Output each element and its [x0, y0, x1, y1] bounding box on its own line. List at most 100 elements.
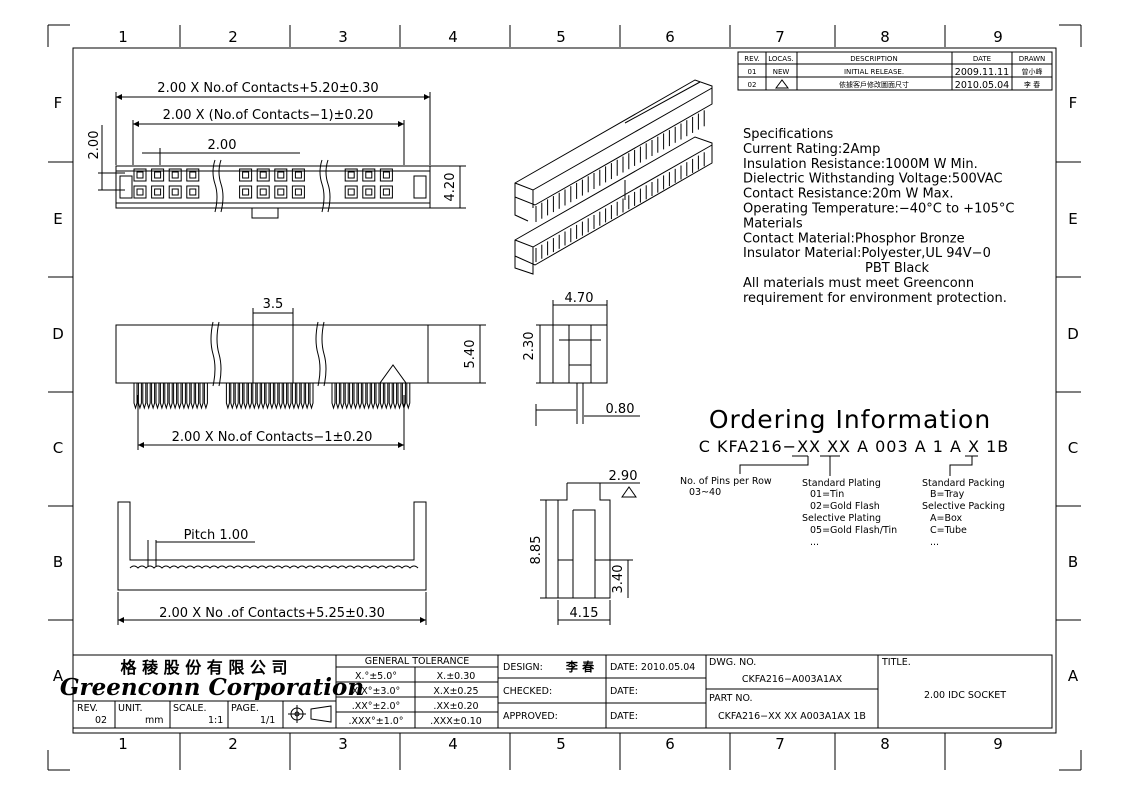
- grid-row-E-right: E: [1068, 210, 1077, 228]
- dwg-label: DWG. NO.: [709, 657, 756, 668]
- contact-slot: [291, 168, 305, 182]
- dim-bottom-length: 2.00 X No .of Contacts+5.25±0.30: [159, 606, 385, 621]
- contact-tail: [278, 383, 283, 410]
- contact-tail: [168, 383, 173, 410]
- spec-line-4: Contact Resistance:20m W Max.: [743, 187, 953, 202]
- contact-tail: [252, 383, 257, 410]
- contact-slot-inner: [189, 188, 197, 196]
- grid-col-8-bottom: 8: [880, 735, 890, 753]
- contact-slot-inner: [154, 188, 162, 196]
- drawing-frame: [47, 24, 1082, 771]
- contact-tail: [397, 383, 402, 410]
- ordering-plating-0: Standard Plating: [802, 478, 881, 489]
- contact-tail: [265, 383, 270, 410]
- contact-tail: [234, 383, 239, 410]
- grid-col-3: 3: [338, 28, 348, 46]
- rev-row1-drawn: 曾小峰: [1022, 67, 1043, 76]
- contact-slot: [379, 168, 393, 182]
- contact-slot-inner: [365, 171, 373, 179]
- contact-tail: [335, 383, 340, 410]
- design-value: 李 春: [565, 659, 595, 674]
- contact-tail: [344, 383, 349, 410]
- ordering-packing-3: A=Box: [930, 513, 962, 524]
- design-label: DESIGN:: [503, 662, 543, 673]
- grid-col-6: 6: [665, 28, 675, 46]
- checked-date: DATE:: [610, 686, 638, 697]
- contact-tail: [362, 383, 367, 410]
- grid-row-D-right: D: [1067, 325, 1079, 343]
- rev-row1-desc: INITIAL RELEASE.: [844, 68, 904, 76]
- ordering-plating-2: 02=Gold Flash: [810, 501, 880, 512]
- contact-slot-inner: [259, 171, 267, 179]
- contact-tail: [155, 383, 160, 410]
- contact-tail: [137, 383, 142, 410]
- contact-tail: [291, 383, 296, 410]
- contact-tail: [349, 383, 354, 410]
- spec-line-2: Insulation Resistance:1000M W Min.: [743, 157, 978, 172]
- checked-label: CHECKED:: [503, 686, 552, 697]
- contact-slot-inner: [277, 188, 285, 196]
- grid-col-3-bottom: 3: [338, 735, 348, 753]
- dim-side-height: 5.40: [463, 340, 478, 369]
- rev-row2-drawn: 李 春: [1024, 80, 1040, 89]
- ordering-pins-range: 03~40: [689, 487, 721, 498]
- contact-slot: [379, 185, 393, 199]
- part-label: PART NO.: [709, 693, 753, 704]
- contact-tail: [261, 383, 266, 410]
- contact-tail: [300, 383, 305, 410]
- page-value: 1/1: [260, 715, 275, 726]
- tolerance-r1-c1: X.°±5.0°: [355, 671, 397, 682]
- ordering-plating-1: 01=Tin: [810, 489, 844, 500]
- grid-labels: 1 2 3 4 5 6 7 8 9 1 2 3 4 5 6 7 8 9 F E …: [52, 28, 1079, 753]
- contact-tail: [384, 383, 389, 410]
- contact-slot: [151, 185, 165, 199]
- contact-slot: [274, 168, 288, 182]
- contact-tail: [256, 383, 261, 410]
- rev-value: 02: [95, 715, 107, 726]
- spec-line-1: Current Rating:2Amp: [743, 142, 880, 157]
- contact-tail: [190, 383, 195, 410]
- contact-slot: [344, 185, 358, 199]
- spec-line-11: requirement for environment protection.: [743, 291, 1007, 306]
- contact-slot: [186, 185, 200, 199]
- dim-section-inner: 3.40: [611, 565, 626, 594]
- contact-tail: [274, 383, 279, 410]
- contact-tail: [159, 383, 164, 410]
- contact-slot: [291, 185, 305, 199]
- contact-slot-inner: [347, 188, 355, 196]
- contact-slot-inner: [259, 188, 267, 196]
- dim-end-height: 2.30: [522, 332, 537, 361]
- title-block: 格 稜 股 份 有 限 公 司 Greenconn Corporation RE…: [60, 654, 1053, 729]
- tolerance-r2-c1: X.X°±3.0°: [352, 686, 401, 697]
- contact-tail: [199, 383, 204, 410]
- dim-row-pitch: 2.00: [87, 131, 102, 160]
- grid-col-1: 1: [118, 28, 128, 46]
- ordering-info: Ordering Information C KFA216−XX XX A 00…: [680, 405, 1008, 548]
- contact-slot: [256, 185, 270, 199]
- grid-col-9: 9: [993, 28, 1003, 46]
- grid-row-A-right: A: [1068, 667, 1079, 685]
- grid-col-9-bottom: 9: [993, 735, 1003, 753]
- contact-tail: [375, 383, 380, 410]
- contact-tail: [309, 383, 314, 410]
- contact-tail: [243, 383, 248, 410]
- contact-slot: [168, 185, 182, 199]
- grid-col-5-bottom: 5: [556, 735, 566, 753]
- contact-tail: [287, 383, 292, 410]
- dim-latch-width: 3.5: [263, 297, 284, 312]
- grid-col-4: 4: [448, 28, 458, 46]
- spec-line-8: Insulator Material:Polyester,UL 94V−0: [743, 246, 991, 261]
- contact-slot: [168, 168, 182, 182]
- grid-row-D: D: [52, 325, 64, 343]
- contact-tail: [353, 383, 358, 410]
- dim-top-height: 4.20: [443, 173, 458, 202]
- rev-header-rev: REV.: [744, 55, 759, 63]
- contact-slot: [133, 185, 147, 199]
- grid-col-1-bottom: 1: [118, 735, 128, 753]
- contact-slot: [239, 168, 253, 182]
- revision-triangle-icon: [775, 79, 789, 89]
- grid-row-C: C: [53, 439, 63, 457]
- contact-tail: [181, 383, 186, 410]
- dim-tail-span: 2.00 X No.of Contacts−1±0.20: [172, 430, 373, 445]
- spec-line-7: Contact Material:Phosphor Bronze: [743, 231, 965, 246]
